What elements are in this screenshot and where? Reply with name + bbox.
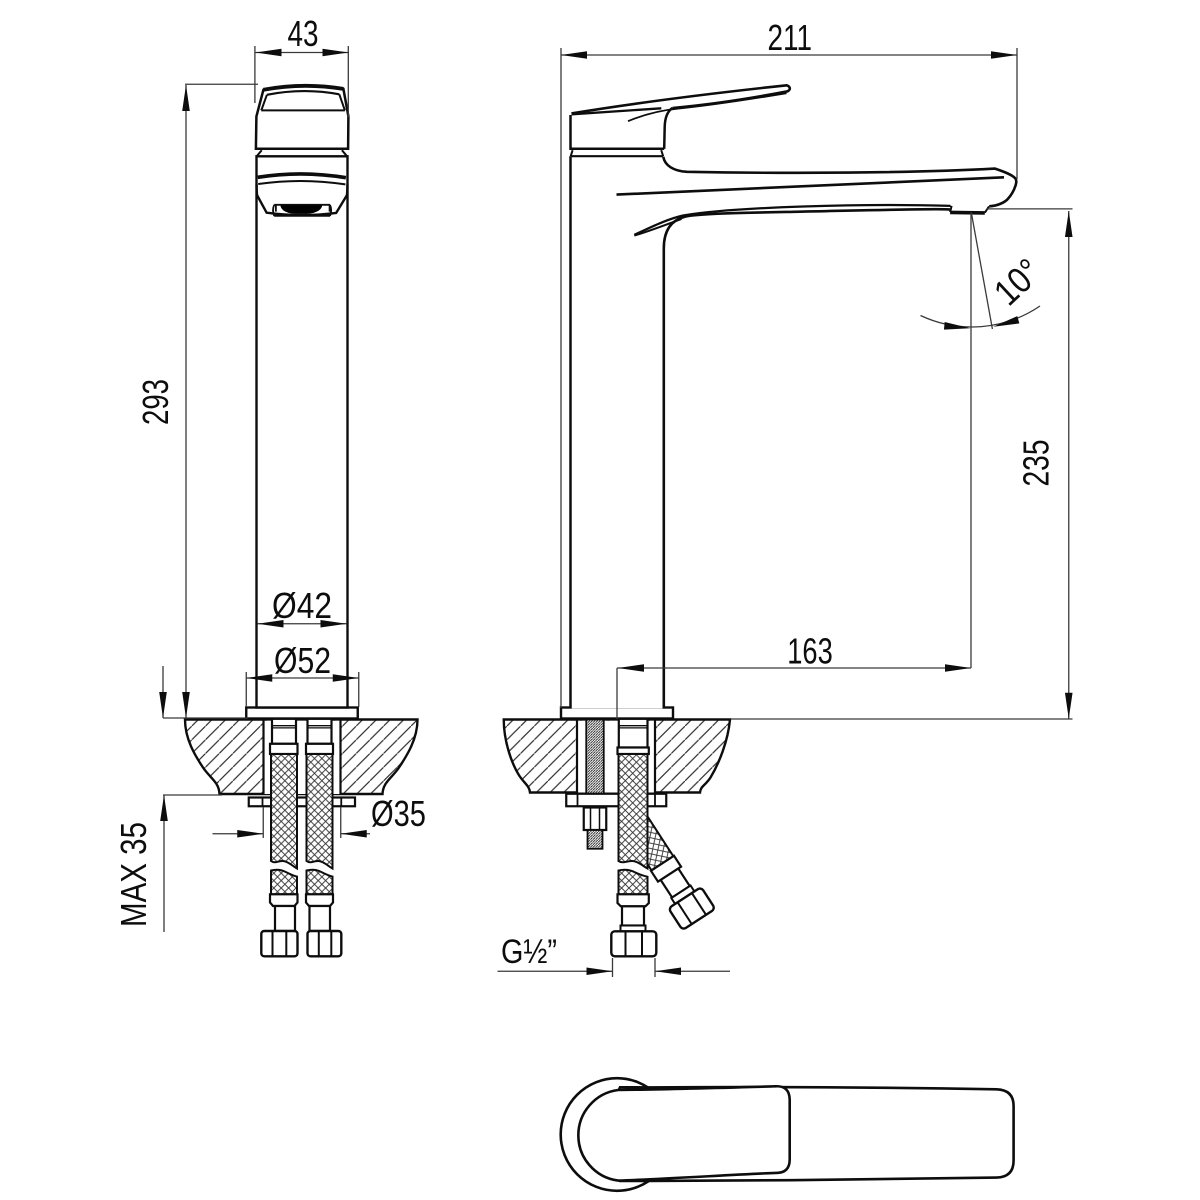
- svg-text:Ø42: Ø42: [272, 585, 332, 626]
- svg-text:Ø52: Ø52: [274, 640, 331, 681]
- svg-text:G½”: G½”: [501, 933, 557, 971]
- svg-text:43: 43: [288, 13, 319, 54]
- svg-text:163: 163: [787, 631, 833, 672]
- svg-text:MAX 35: MAX 35: [113, 822, 154, 927]
- svg-text:235: 235: [1016, 440, 1057, 487]
- svg-text:Ø35: Ø35: [371, 793, 426, 834]
- svg-text:211: 211: [768, 17, 813, 58]
- svg-text:293: 293: [135, 379, 176, 425]
